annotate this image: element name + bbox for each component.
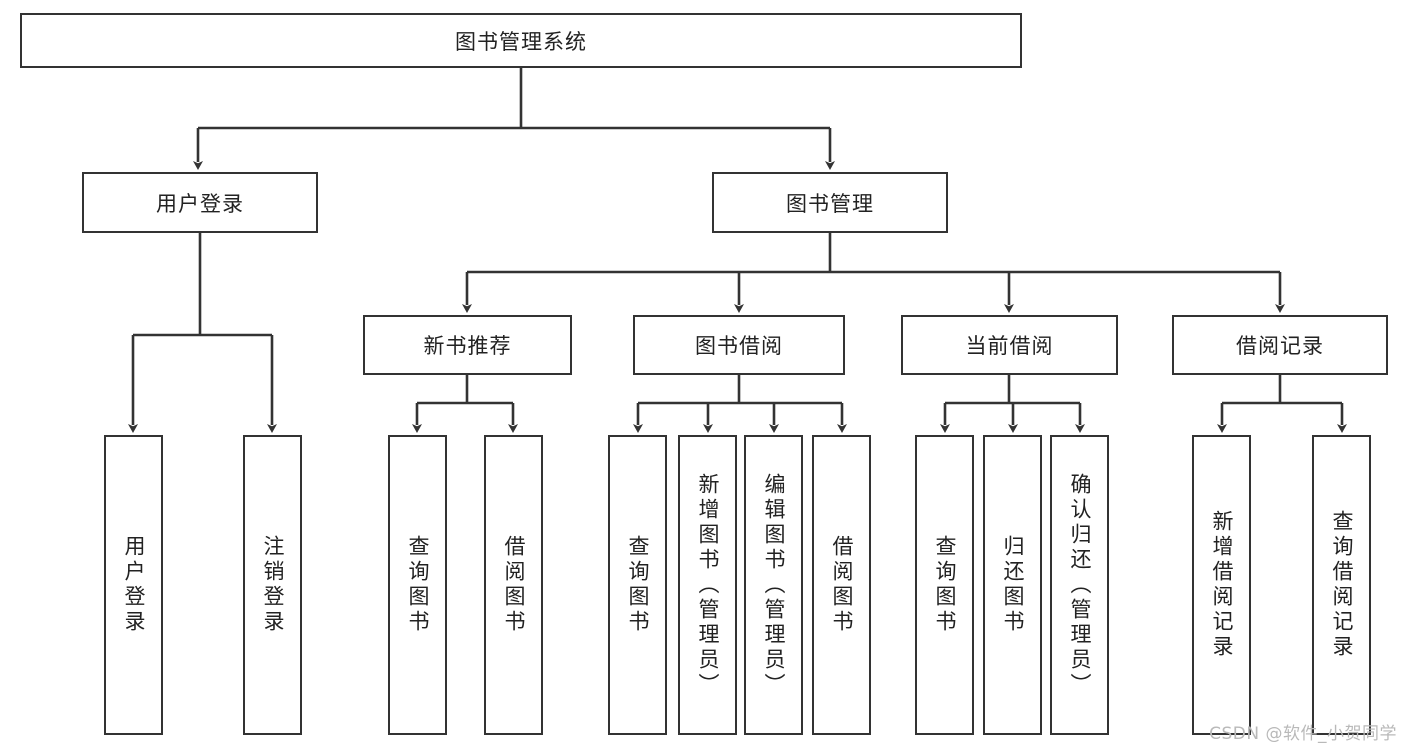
- node-new-book-recommend[interactable]: 新书推荐: [363, 315, 572, 375]
- node-book-borrow[interactable]: 图书借阅: [633, 315, 845, 375]
- node-label: 图书管理: [786, 191, 874, 216]
- node-label: 查询图书: [406, 535, 430, 635]
- node-label: 新增图书（管理员）: [696, 472, 720, 698]
- node-label: 借阅图书: [502, 535, 526, 635]
- node-label: 查询图书: [626, 535, 650, 635]
- node-label: 借阅记录: [1236, 334, 1324, 358]
- node-label: 查询图书: [933, 535, 957, 635]
- node-current-borrow[interactable]: 当前借阅: [901, 315, 1118, 375]
- node-label: 当前借阅: [965, 334, 1054, 358]
- leaf-recommend-borrow-book[interactable]: 借阅图书: [484, 435, 543, 735]
- csdn-watermark: CSDN @软件_小贺同学: [1209, 724, 1397, 744]
- leaf-current-confirm-return-admin[interactable]: 确认归还（管理员）: [1050, 435, 1109, 735]
- node-label: 借阅图书: [830, 535, 854, 635]
- node-user-login[interactable]: 用户登录: [82, 172, 318, 233]
- leaf-borrow-add-book-admin[interactable]: 新增图书（管理员）: [678, 435, 737, 735]
- node-label: 注销登录: [261, 535, 285, 635]
- leaf-user-login-logout[interactable]: 注销登录: [243, 435, 302, 735]
- node-label: 用户登录: [156, 191, 244, 216]
- node-label: 图书管理系统: [455, 29, 587, 54]
- leaf-borrow-query-book[interactable]: 查询图书: [608, 435, 667, 735]
- leaf-record-add-record[interactable]: 新增借阅记录: [1192, 435, 1251, 735]
- leaf-borrow-edit-book-admin[interactable]: 编辑图书（管理员）: [744, 435, 803, 735]
- node-label: 新书推荐: [423, 334, 512, 358]
- leaf-current-query-book[interactable]: 查询图书: [915, 435, 974, 735]
- leaf-current-return-book[interactable]: 归还图书: [983, 435, 1042, 735]
- node-book-management[interactable]: 图书管理: [712, 172, 948, 233]
- node-label: 用户登录: [122, 535, 146, 635]
- node-root-system[interactable]: 图书管理系统: [20, 13, 1022, 68]
- node-label: 确认归还（管理员）: [1068, 472, 1092, 698]
- node-label: 归还图书: [1001, 535, 1025, 635]
- node-borrow-record[interactable]: 借阅记录: [1172, 315, 1388, 375]
- node-label: 查询借阅记录: [1330, 510, 1354, 660]
- node-label: 编辑图书（管理员）: [762, 472, 786, 698]
- leaf-user-login-login[interactable]: 用户登录: [104, 435, 163, 735]
- node-label: 新增借阅记录: [1210, 510, 1234, 660]
- leaf-recommend-query-book[interactable]: 查询图书: [388, 435, 447, 735]
- node-label: 图书借阅: [695, 334, 783, 358]
- leaf-borrow-borrow-book[interactable]: 借阅图书: [812, 435, 871, 735]
- leaf-record-query-record[interactable]: 查询借阅记录: [1312, 435, 1371, 735]
